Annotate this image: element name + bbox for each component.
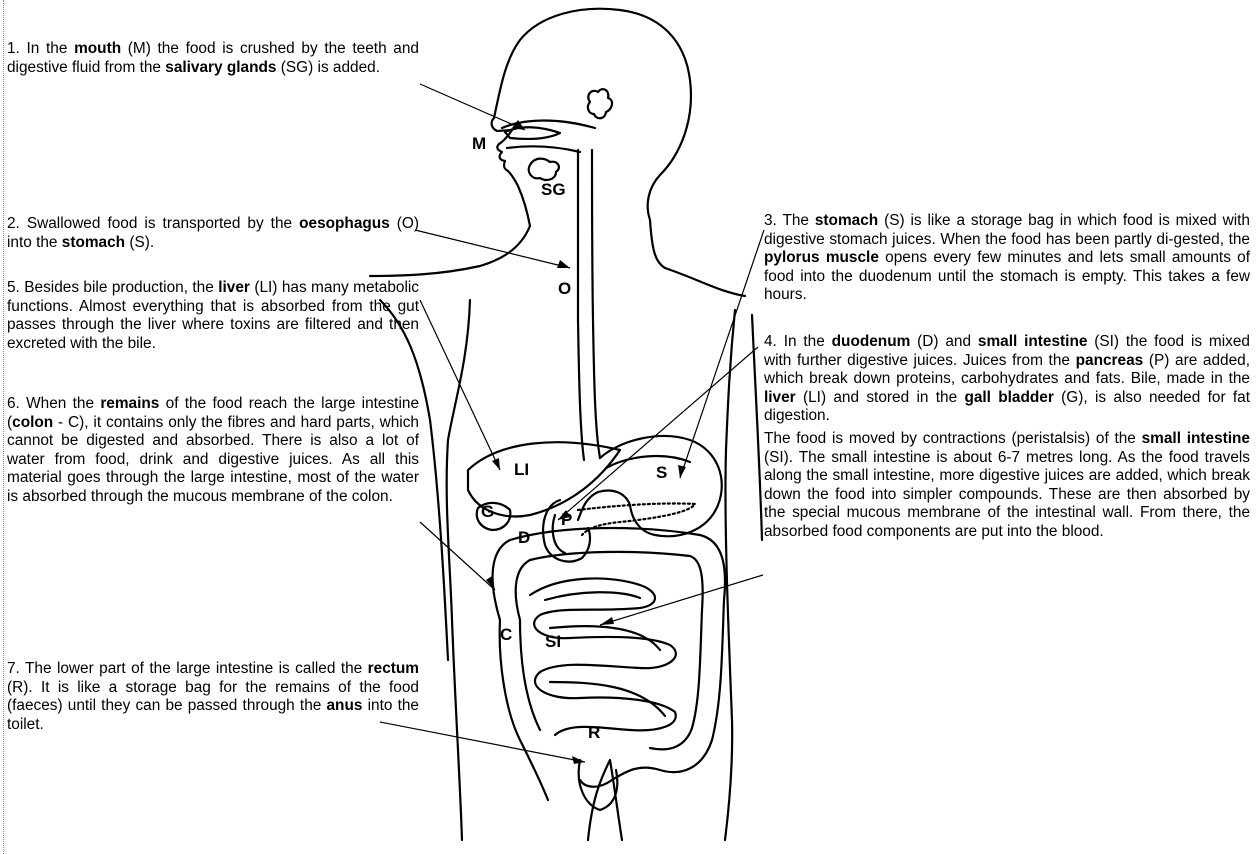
desc-keyword: remains [100, 395, 159, 412]
oesophagus-left [578, 150, 584, 460]
desc-keyword: duodenum [832, 333, 911, 350]
desc-keyword: pylorus muscle [764, 249, 879, 266]
desc-stomach: 3. The stomach (S) is like a storage bag… [764, 212, 1250, 305]
leader-small-intestine [600, 575, 763, 625]
desc-keyword: pancreas [1076, 352, 1144, 369]
arrowhead-stomach [678, 465, 686, 478]
desc-text: (D) and [910, 333, 978, 350]
leader-salivary [420, 84, 525, 130]
desc-text: 1. In the [7, 40, 74, 57]
desc-keyword: liver [764, 389, 796, 406]
label-duodenum: D [518, 528, 530, 548]
desc-liver: 5. Besides bile production, the liver (L… [7, 279, 419, 353]
desc-text: The food is moved by contractions (peris… [764, 430, 1142, 447]
label-salivary-glands: SG [541, 180, 566, 200]
desc-keyword: colon [12, 414, 53, 431]
desc-keyword: stomach [62, 234, 125, 251]
label-liver: LI [514, 460, 529, 480]
label-small-intestine: SI [545, 632, 561, 652]
label-stomach: S [656, 463, 667, 483]
salivary-gland-lower [529, 159, 559, 180]
label-mouth: M [472, 134, 486, 154]
desc-text: 2. Swallowed food is transported by the [7, 215, 299, 232]
colon-outer [493, 528, 725, 787]
desc-keyword: oesophagus [299, 215, 390, 232]
desc-text: 7. The lower part of the large intestine… [7, 660, 368, 677]
desc-keyword: small intestine [978, 333, 1088, 350]
desc-keyword: salivary glands [165, 59, 276, 76]
desc-keyword: mouth [74, 40, 121, 57]
desc-text: (SG) is added. [276, 59, 380, 76]
tongue [505, 127, 560, 139]
desc-keyword: anus [327, 697, 363, 714]
oesophagus-right [592, 150, 600, 458]
colon-descending [500, 620, 548, 800]
label-oesophagus: O [558, 279, 571, 299]
arrowhead-rectum [572, 756, 585, 764]
desc-oesophagus: 2. Swallowed food is transported by the … [7, 215, 419, 252]
right-arm [752, 315, 762, 540]
leader-colon [420, 522, 495, 590]
desc-colon: 6. When the remains of the food reach th… [7, 395, 419, 507]
label-colon: C [500, 625, 512, 645]
desc-rectum: 7. The lower part of the large intestine… [7, 660, 419, 734]
desc-text: (LI) and stored in the [796, 389, 965, 406]
small-intestine [530, 578, 676, 735]
desc-keyword: liver [218, 279, 250, 296]
desc-text: (S). [125, 234, 154, 251]
desc-text: - C), it contains only the fibres and ha… [7, 414, 419, 505]
leader-pancreas [558, 347, 758, 520]
stomach-inner [606, 456, 690, 468]
label-rectum: R [588, 723, 600, 743]
salivary-gland-upper [588, 89, 612, 118]
desc-mouth: 1. In the mouth (M) the food is crushed … [7, 40, 419, 77]
desc-text: 5. Besides bile production, the [7, 279, 218, 296]
arrowhead-oesophagus [557, 260, 570, 268]
desc-text: 4. In the [764, 333, 832, 350]
arrowhead-liver [492, 458, 500, 470]
label-gall-bladder: G [481, 502, 494, 522]
desc-keyword: gall bladder [964, 389, 1053, 406]
lower-jaw [507, 146, 580, 152]
desc-peristalsis: The food is moved by contractions (peris… [764, 430, 1250, 542]
face-profile [492, 118, 530, 226]
right-shoulder [665, 268, 745, 296]
right-torso [725, 310, 735, 840]
arrowhead-small-intestine [600, 617, 614, 625]
pancreas [578, 503, 695, 535]
desc-keyword: rectum [368, 660, 419, 677]
desc-keyword: stomach [815, 212, 878, 229]
label-pancreas: P [561, 510, 572, 530]
leader-stomach [680, 230, 764, 478]
desc-text: (SI). The small intestine is about 6-7 m… [764, 449, 1250, 540]
desc-duodenum: 4. In the duodenum (D) and small intesti… [764, 333, 1250, 426]
desc-text: 3. The [764, 212, 815, 229]
desc-text: 6. When the [7, 395, 100, 412]
desc-keyword: small intestine [1142, 430, 1250, 447]
